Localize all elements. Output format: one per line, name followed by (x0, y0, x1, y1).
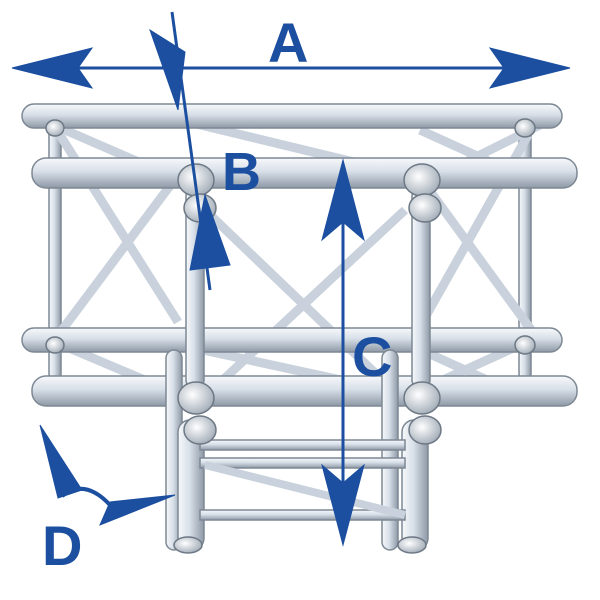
label-b: B (222, 142, 261, 202)
dimension-d (39, 424, 176, 526)
arrow-down-icon (321, 463, 365, 547)
arrow-up-icon (321, 158, 365, 242)
dimension-a (11, 47, 571, 89)
arrow-left-icon (11, 47, 94, 89)
dimension-c (321, 158, 365, 547)
top-rails (21, 103, 578, 189)
arrow-right-icon (488, 47, 571, 89)
arrow-up-icon (189, 193, 231, 271)
dimension-b (149, 11, 231, 291)
label-d: D (42, 514, 82, 577)
arrow-up-left-icon (39, 424, 83, 499)
label-a: A (268, 11, 308, 74)
arrow-right-icon (99, 494, 176, 526)
arrow-down-icon (149, 28, 186, 111)
label-c: C (352, 325, 392, 388)
